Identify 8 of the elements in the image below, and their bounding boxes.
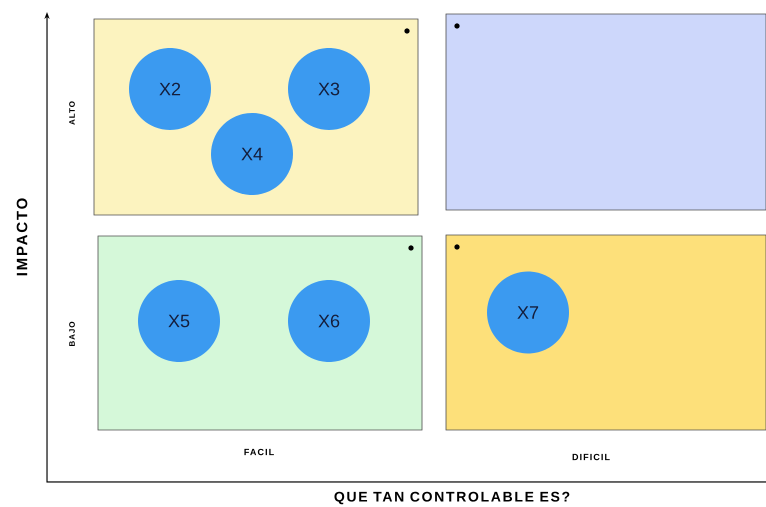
axis-label: FACIL <box>244 448 274 456</box>
quadrant-box <box>446 14 766 210</box>
axis-label: BAJO <box>69 322 75 346</box>
axis-title: QUE TAN CONTROLABLE ES? <box>334 492 570 504</box>
axis-label: ALTO <box>69 101 75 125</box>
axis-title: IMPACTO <box>16 198 28 276</box>
axis-label: DIFICIL <box>572 454 610 460</box>
quadrant-box <box>446 234 766 430</box>
